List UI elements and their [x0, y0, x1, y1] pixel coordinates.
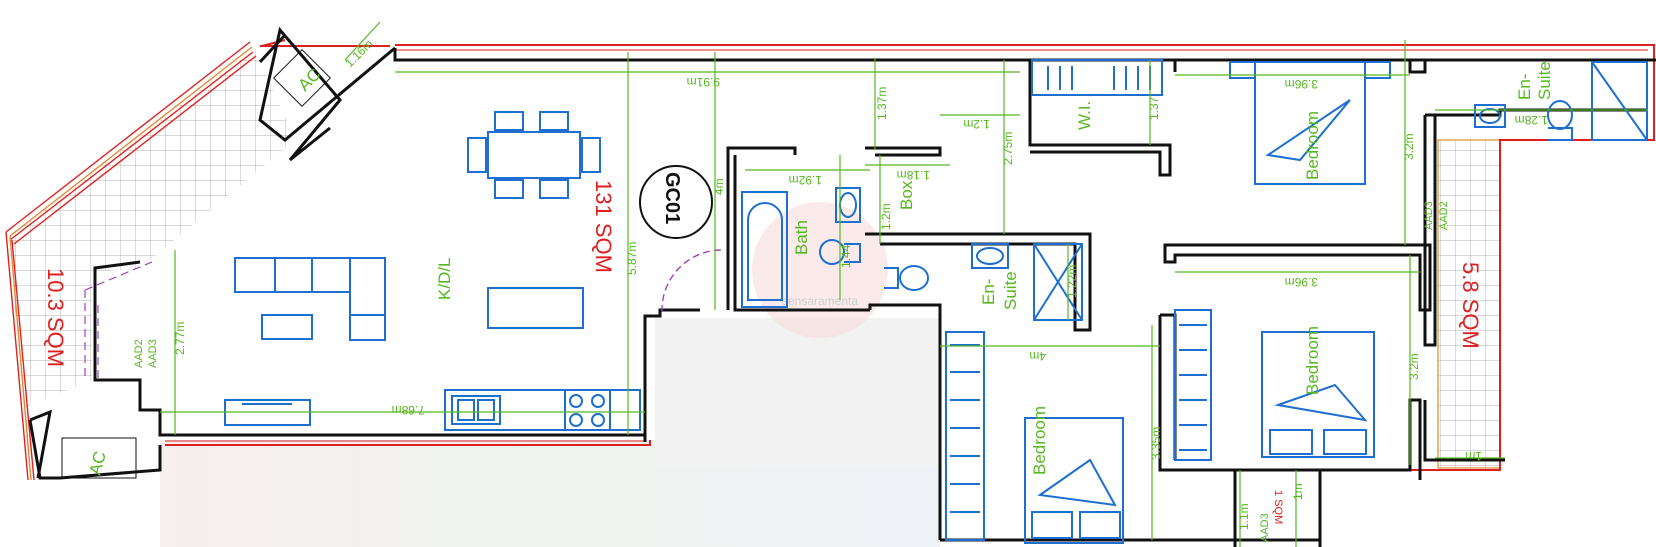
watermark-logo: [752, 202, 888, 338]
left-terrace-edge-orange: [9, 46, 253, 481]
room-label-wi: W.I.: [1075, 101, 1094, 130]
room-label-ac-top: AC: [294, 65, 324, 95]
room-label-bedroom-mid: Bedroom: [1303, 326, 1322, 395]
code-aad3-right: AAD3: [1423, 201, 1435, 230]
top-ensuite-toilet: [1547, 100, 1574, 141]
dining-table: [487, 131, 581, 179]
left-terrace-edge: [5, 41, 257, 481]
sofa: [234, 257, 386, 341]
room-label-ensuite-center-1: En-: [979, 279, 998, 305]
bathtub: [741, 191, 788, 308]
ac-unit-bottom: [61, 437, 137, 479]
bed-bottom: [1024, 417, 1124, 544]
dim-1-16: 1.16m: [342, 37, 375, 70]
dim-1-44: 1.44: [839, 244, 853, 268]
entrance-door-swing: [661, 249, 723, 313]
area-small-yard: 1 SQM: [1272, 490, 1284, 524]
dim-3-2-mid: 3.2m: [1407, 353, 1421, 380]
room-label-bedroom-top: Bedroom: [1303, 111, 1322, 180]
ac-unit-top: [273, 49, 331, 107]
bath-toilet: [819, 239, 861, 265]
room-label-ensuite-top-2: Suite: [1535, 61, 1554, 100]
bed-top: [1254, 61, 1366, 185]
code-aad3-left: AAD3: [147, 339, 159, 368]
bath-sink: [835, 187, 861, 223]
left-terrace-door-swing: [84, 261, 153, 380]
area-left-terrace: 10.3 SQM: [43, 268, 68, 367]
dim-3-2-top: 3.2m: [1402, 133, 1416, 160]
dim-7-68: 7.68m: [392, 403, 425, 417]
dimension-lines: [160, 21, 1648, 547]
tv-unit: [487, 287, 584, 329]
wardrobe-right: [1174, 309, 1212, 461]
dim-1-1: 1.1m: [1237, 503, 1251, 530]
wardrobe-left: [945, 331, 985, 541]
kitchen-counter: [444, 389, 641, 431]
room-label-bedroom-bottom: Bedroom: [1030, 406, 1049, 475]
area-main: 131 SQM: [591, 180, 616, 273]
dim-3-96-top: 3.96m: [1285, 77, 1318, 91]
hob: [564, 389, 611, 431]
coffee-table: [261, 314, 313, 340]
dim-1-92: 1.92m: [789, 173, 822, 187]
unit-code-badge: [639, 165, 713, 239]
dim-1-28: 1.28m: [1515, 113, 1548, 127]
ensuite-shower: [1033, 243, 1083, 321]
unit-code: GC01: [661, 172, 683, 224]
dim-1-18: 1.18m: [897, 168, 930, 182]
dim-1-right-yard: 1m: [1465, 449, 1482, 463]
walls: [28, 26, 1656, 547]
kitchen-sink: [451, 395, 501, 425]
top-ensuite-shower: [1591, 61, 1648, 141]
dim-1-2-top: 1.2m: [963, 117, 990, 131]
dim-2-77: 2.77m: [173, 322, 187, 355]
right-terrace: [1438, 140, 1500, 468]
walk-in-wardrobe: [1031, 59, 1163, 96]
dim-1-22: 1.22m: [1065, 265, 1079, 298]
room-label-ensuite-top-1: En-: [1515, 74, 1534, 100]
unit-boundary: [159, 39, 1655, 471]
dim-4-bedroom: 4m: [1029, 349, 1046, 363]
area-right-terrace: 5.8 SQM: [1458, 262, 1483, 349]
top-ensuite-sink: [1474, 104, 1506, 128]
ensuite-toilet: [884, 265, 930, 291]
code-aad3-bottom: AAD3: [1259, 513, 1271, 542]
dim-5-87: 5.87m: [625, 242, 639, 275]
room-label-ensuite-center-2: Suite: [1001, 271, 1020, 310]
furniture: [224, 59, 1648, 544]
dim-1-bottom-yard: 1m: [1291, 483, 1305, 500]
code-aad2-left: AAD2: [133, 339, 145, 368]
room-label-bath: Bath: [792, 220, 811, 255]
dim-4-kitchen: 4m: [712, 178, 726, 195]
dim-2-75: 2.75m: [1001, 132, 1015, 165]
masked-area-center: [655, 318, 940, 468]
dim-9-91: 9.91m: [687, 75, 720, 89]
dim-1-37-wi: 1.37: [1147, 96, 1161, 120]
unit-boundary-inner: [165, 49, 1648, 442]
dim-3-35: 3.35m: [1149, 427, 1163, 460]
watermark-text: sensaramenta: [782, 294, 858, 308]
dim-1-2-box: 1.2m: [879, 203, 893, 230]
dim-3-96-mid: 3.96m: [1285, 275, 1318, 289]
code-aad2-right: AAD2: [1438, 201, 1450, 230]
dim-1-37-top: 1.37m: [875, 87, 889, 120]
ensuite-sink: [971, 243, 1009, 269]
left-terrace: [8, 48, 295, 478]
bed-middle: [1261, 331, 1375, 458]
room-label-box: Box: [897, 180, 916, 210]
room-label-kdl: K/D/L: [435, 257, 454, 300]
